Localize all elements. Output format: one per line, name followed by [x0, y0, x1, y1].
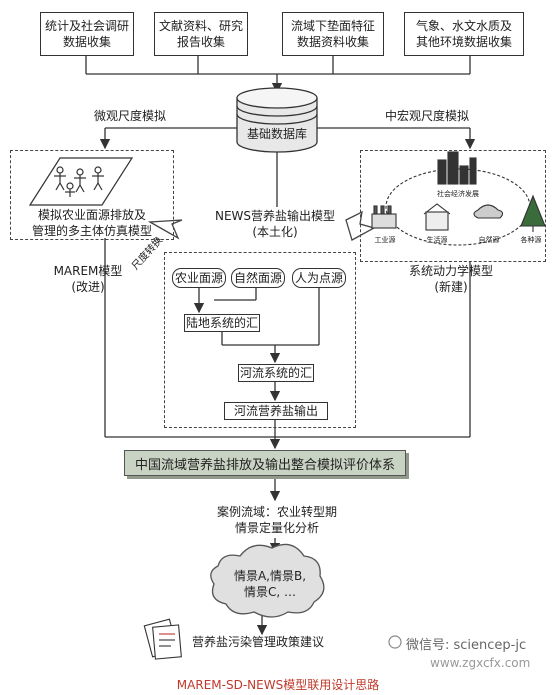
scenario-cloud-text: 情景A,情景B, 情景C, … [233, 569, 307, 599]
news-model-label: NEWS营养盐输出模型 (本土化) [214, 209, 336, 239]
watermark-site: www.zgxcfx.com [430, 656, 531, 670]
macro-scale-label: 中宏观尺度模拟 [384, 109, 469, 123]
data-box-literature: 文献资料、研究 报告收集 [154, 12, 248, 56]
scenario-cloud-shape [210, 543, 325, 618]
integrated-evaluation-banner: 中国流域营养盐排放及输出整合模拟评价体系 [124, 450, 406, 476]
river-system-sink: 河流系统的汇 [238, 364, 314, 382]
marem-label: MAREM模型 (改进) [53, 264, 123, 294]
database-icon [236, 87, 318, 153]
database-label: 基础数据库 [246, 127, 307, 141]
news-model-frame [164, 252, 356, 428]
micro-model-text: 模拟农业面源排放及 管理的多主体仿真模型 [31, 208, 152, 238]
watermark-wechat: 微信号: sciencep-jc [406, 638, 527, 653]
sd-model-frame [360, 150, 546, 262]
source-natural-nonpoint: 自然面源 [231, 268, 285, 288]
sd-model-label: 系统动力学模型 (新建) [408, 264, 493, 294]
sd-source-domestic: 生活源 [426, 236, 448, 244]
land-system-sink: 陆地系统的汇 [184, 314, 260, 332]
river-nutrient-output: 河流营养盐输出 [224, 402, 328, 420]
case-study-label: 案例流域：农业转型期 情景定量化分析 [216, 505, 337, 535]
source-agri-nonpoint: 农业面源 [172, 268, 226, 288]
sd-source-industrial: 工业源 [374, 236, 396, 244]
data-box-statistics: 统计及社会调研 数据收集 [40, 12, 134, 56]
document-icon [143, 618, 182, 660]
sd-source-natural: 自然源 [478, 236, 500, 244]
data-box-underlying-surface: 流域下垫面特征 数据资料收集 [282, 12, 384, 56]
policy-label: 营养盐污染管理政策建议 [192, 635, 325, 649]
micro-scale-label: 微观尺度模拟 [93, 109, 166, 123]
figure-caption: MAREM-SD-NEWS模型联用设计思路 [176, 678, 380, 692]
sd-center-label: 社会经济发展 [437, 190, 479, 198]
marem-model-frame [10, 150, 174, 240]
source-human-point: 人为点源 [292, 268, 346, 288]
data-box-environment: 气象、水文水质及 其他环境数据收集 [404, 12, 524, 56]
sd-source-various: 各种源 [520, 236, 542, 244]
